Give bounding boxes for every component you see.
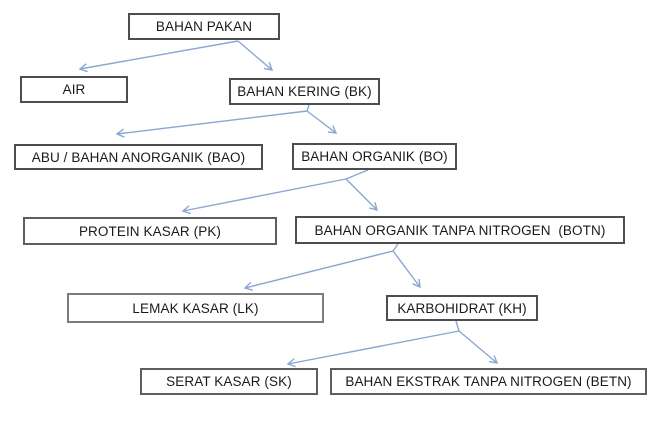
arrow-bahan-organik-to-botn [345,178,378,211]
node-betn: BAHAN EKSTRAK TANPA NITROGEN (BETN) [330,368,647,395]
arrow-bahan-kering-to-abu-anorganik [115,101,311,138]
node-abu-anorganik: ABU / BAHAN ANORGANIK (BAO) [14,144,263,170]
arrow-karbohidrat-to-serat-kasar [286,320,460,368]
arrow-botn-to-lemak-kasar [243,243,399,291]
node-bahan-pakan: BAHAN PAKAN [128,13,280,40]
node-bahan-organik: BAHAN ORGANIK (BO) [292,143,457,170]
arrow-karbohidrat-to-betn [458,330,499,364]
arrow-bahan-pakan-to-bahan-kering [237,40,274,71]
arrow-bahan-organik-to-protein-kasar [181,169,369,215]
arrow-bahan-kering-to-bahan-organik [306,110,338,134]
node-protein-kasar: PROTEIN KASAR (PK) [23,217,277,245]
arrow-bahan-pakan-to-air [78,40,239,73]
node-lemak-kasar: LEMAK KASAR (LK) [67,293,324,323]
node-air: AIR [20,76,128,103]
node-serat-kasar: SERAT KASAR (SK) [140,368,318,395]
node-botn: BAHAN ORGANIK TANPA NITROGEN (BOTN) [295,216,625,244]
node-bahan-kering: BAHAN KERING (BK) [229,78,380,105]
node-karbohidrat: KARBOHIDRAT (KH) [386,295,538,321]
arrow-botn-to-karbohidrat [392,250,421,289]
